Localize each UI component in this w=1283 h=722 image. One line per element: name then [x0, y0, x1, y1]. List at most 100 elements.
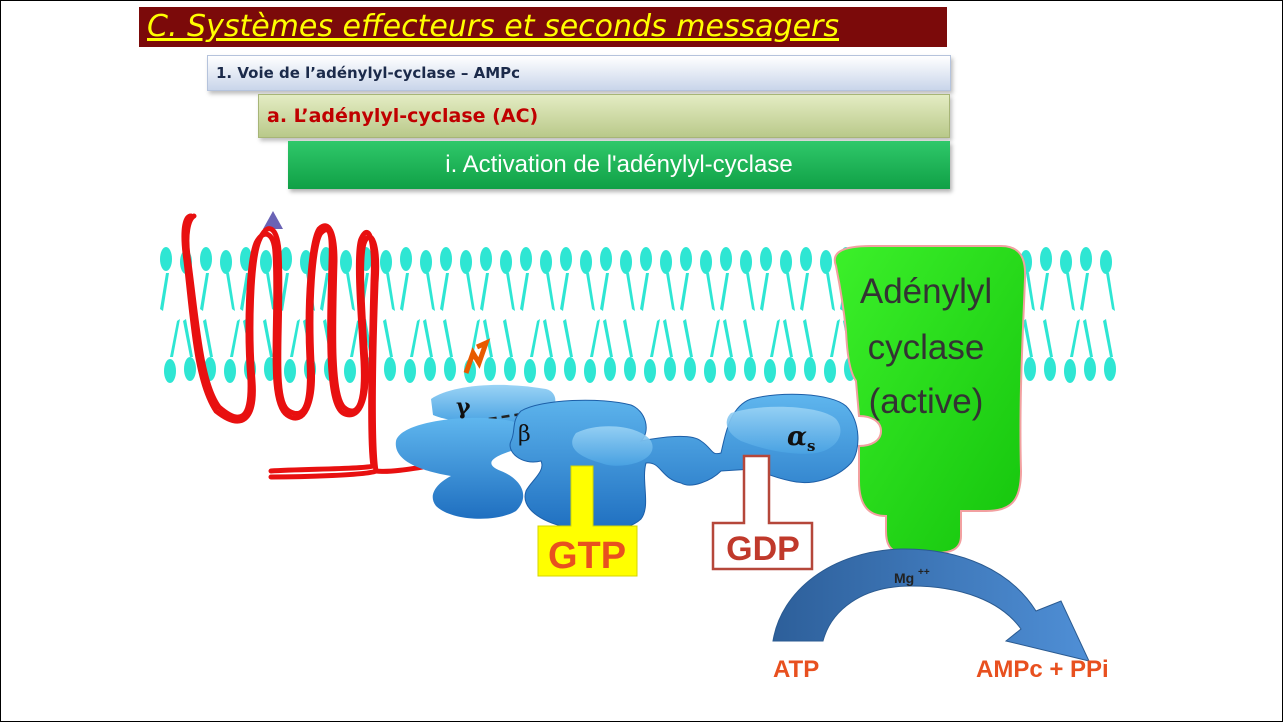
- reaction-arrow: [772, 548, 1090, 662]
- lipid-tail-bottom: [230, 319, 240, 357]
- lipid-head-top: [200, 247, 212, 271]
- lipid-head-bottom: [484, 357, 496, 381]
- section-level2: a. L’adénylyl-cyclase (AC): [258, 94, 950, 138]
- gdp-box: [711, 454, 814, 571]
- lipid-head-bottom: [804, 357, 816, 381]
- lipid-head-top: [380, 250, 392, 274]
- lipid-head-top: [640, 247, 652, 271]
- lipid-head-bottom: [684, 357, 696, 381]
- lipid-tail-bottom: [530, 319, 540, 357]
- lipid-tail-bottom: [483, 319, 493, 357]
- gtp-label: GTP: [548, 535, 626, 577]
- lipid-tail-bottom: [263, 319, 273, 357]
- lipid-head-bottom: [1084, 357, 1096, 381]
- lipid-tail-top: [466, 273, 475, 311]
- lipid-head-top: [1100, 250, 1112, 274]
- lipid-head-bottom: [1104, 357, 1116, 381]
- lipid-head-bottom: [284, 359, 296, 383]
- lipid-tail-bottom: [830, 319, 840, 357]
- lipid-tail-top: [720, 273, 729, 311]
- lipid-head-top: [440, 247, 452, 271]
- lipid-head-bottom: [564, 357, 576, 381]
- lipid-tail-top: [506, 273, 515, 311]
- lipid-tail-bottom: [663, 319, 673, 357]
- enzyme-label-line2: cyclase: [868, 328, 985, 367]
- atp-label: ATP: [773, 656, 819, 683]
- alpha-highlight: [572, 426, 653, 466]
- lipid-tail-top: [426, 273, 435, 311]
- beta-subunit: [395, 417, 528, 519]
- ligand-triangle-icon: [263, 211, 283, 229]
- lipid-head-bottom: [664, 357, 676, 381]
- lipid-tail-bottom: [603, 319, 613, 357]
- lipid-head-bottom: [344, 359, 356, 383]
- lipid-head-bottom: [604, 357, 616, 381]
- lipid-tail-bottom: [383, 319, 393, 357]
- alpha-subscript: s: [807, 437, 815, 455]
- lipid-tail-top: [680, 273, 689, 311]
- lipid-tail-top: [440, 273, 449, 311]
- lipid-tail-top: [1080, 273, 1089, 311]
- lipid-head-top: [420, 250, 432, 274]
- lipid-tail-bottom: [203, 319, 213, 357]
- lipid-head-bottom: [1024, 357, 1036, 381]
- lipid-tail-bottom: [423, 319, 433, 357]
- lipid-head-top: [540, 250, 552, 274]
- lipid-tail-top: [320, 273, 329, 311]
- lipid-tail-top: [786, 273, 795, 311]
- lipid-head-top: [740, 250, 752, 274]
- lipid-tail-top: [480, 273, 489, 311]
- lipid-head-top: [680, 247, 692, 271]
- gamma-label: γ: [456, 394, 471, 420]
- lipid-head-top: [580, 250, 592, 274]
- lipid-head-bottom: [444, 357, 456, 381]
- lipid-tail-top: [386, 273, 395, 311]
- lipid-tail-top: [400, 273, 409, 311]
- lipid-tail-top: [160, 273, 169, 311]
- mg-label: Mg: [894, 570, 914, 586]
- lipid-tail-top: [626, 273, 635, 311]
- lipid-head-bottom: [644, 359, 656, 383]
- lipid-tail-top: [586, 273, 595, 311]
- lipid-head-top: [160, 247, 172, 271]
- section-level1: 1. Voie de l’adénylyl-cyclase – AMPc: [207, 55, 951, 91]
- lipid-tail-top: [266, 273, 275, 311]
- lipid-head-top: [660, 250, 672, 274]
- lipid-tail-bottom: [543, 319, 553, 357]
- lipid-head-top: [340, 250, 352, 274]
- lipid-tail-bottom: [1070, 319, 1080, 357]
- lipid-tail-bottom: [410, 319, 420, 357]
- alpha-highlight-2: [726, 406, 841, 454]
- lipid-tail-top: [826, 273, 835, 311]
- slide-title: C. Systèmes effecteurs et seconds messag…: [139, 7, 947, 47]
- lipid-head-bottom: [164, 359, 176, 383]
- lipid-head-bottom: [584, 359, 596, 383]
- lipid-tail-bottom: [443, 319, 453, 357]
- lipid-tail-top: [1106, 273, 1115, 311]
- lipid-tail-bottom: [770, 319, 780, 357]
- lipid-tail-top: [200, 273, 209, 311]
- lipid-tail-top: [546, 273, 555, 311]
- lipid-tail-top: [746, 273, 755, 311]
- lipid-head-top: [500, 250, 512, 274]
- lipid-head-top: [720, 247, 732, 271]
- lipid-tail-top: [1026, 273, 1035, 311]
- lipid-head-bottom: [224, 359, 236, 383]
- lipid-head-top: [260, 250, 272, 274]
- lipid-head-top: [600, 247, 612, 271]
- lipid-head-top: [820, 250, 832, 274]
- lipid-head-top: [520, 247, 532, 271]
- lipid-head-bottom: [724, 357, 736, 381]
- lipid-tail-bottom: [710, 319, 720, 357]
- gdp-label: GDP: [726, 530, 800, 568]
- lipid-head-top: [800, 247, 812, 271]
- lipid-anchor: [463, 338, 491, 374]
- alpha-label: α: [787, 422, 807, 452]
- lipid-tail-top: [1040, 273, 1049, 311]
- lipid-tail-top: [1066, 273, 1075, 311]
- lipid-tail-top: [706, 273, 715, 311]
- lipid-head-bottom: [624, 357, 636, 381]
- lipid-tail-top: [800, 273, 809, 311]
- lipid-tail-bottom: [803, 319, 813, 357]
- lipid-tail-bottom: [623, 319, 633, 357]
